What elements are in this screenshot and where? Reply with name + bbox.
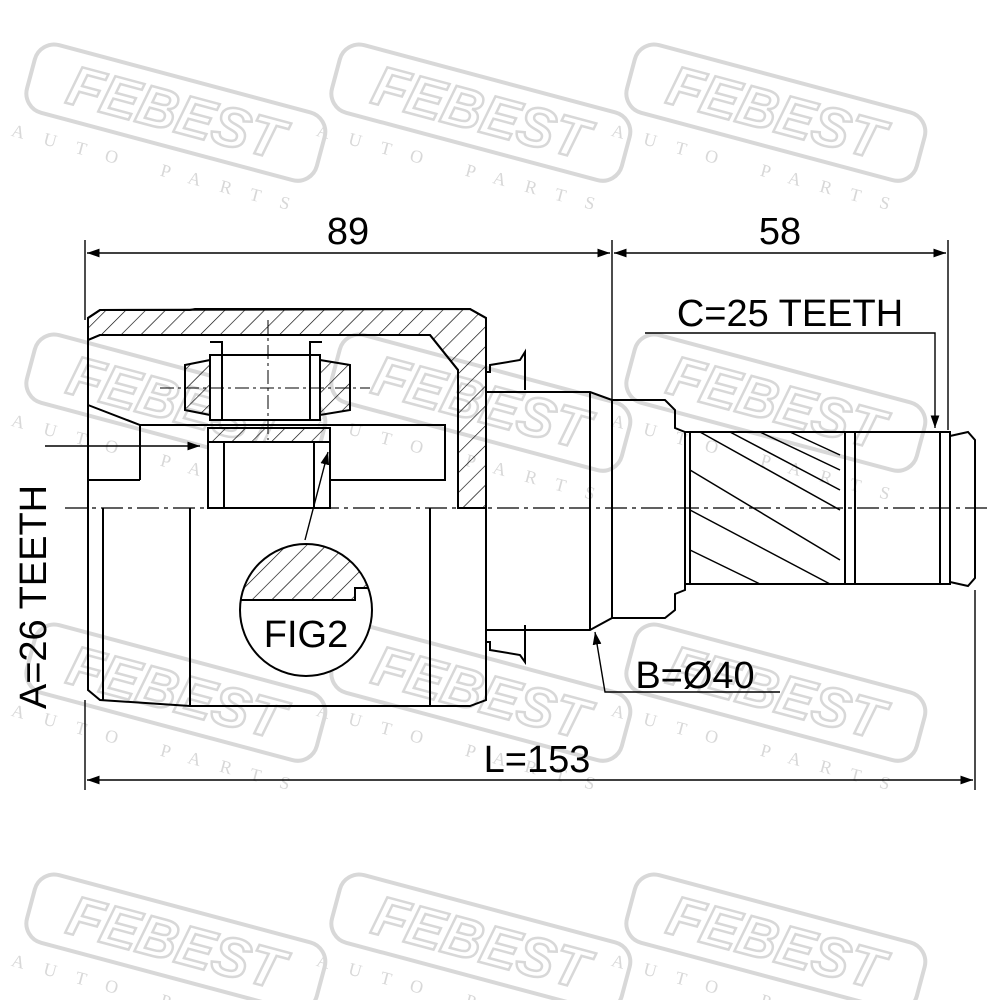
leader-b: [592, 631, 780, 693]
snap-ring-top: [486, 348, 526, 390]
leader-c: [645, 332, 940, 428]
tripod-spline: [207, 441, 331, 509]
snap-ring-bottom: [486, 625, 526, 666]
dim-outer-teeth: C=25 TEETH: [677, 293, 903, 335]
dimension-lines: [45, 240, 976, 790]
spline-shaft: [685, 431, 846, 585]
spline-grooves: [689, 431, 841, 585]
dim-diameter: B=Ø40: [635, 655, 754, 697]
fig2-hatched-spline: [240, 544, 372, 601]
shaft-tip: [949, 430, 976, 588]
dim-total-length: L=153: [484, 739, 591, 781]
fig2-detail: FIG2: [239, 543, 373, 677]
dim-housing-length: 89: [327, 211, 369, 253]
housing-inner-contour: [87, 334, 459, 508]
shaft-step: [612, 399, 686, 619]
fig2-label: FIG2: [264, 614, 348, 656]
dim-shaft-length: 58: [759, 211, 801, 253]
cv-joint-body: [87, 307, 976, 707]
roller-cap: [210, 341, 322, 355]
collar: [486, 391, 613, 631]
leader-fig2: [304, 451, 330, 541]
tripod-spider: [207, 427, 331, 443]
dim-inner-teeth: A=26 TEETH: [13, 485, 55, 709]
